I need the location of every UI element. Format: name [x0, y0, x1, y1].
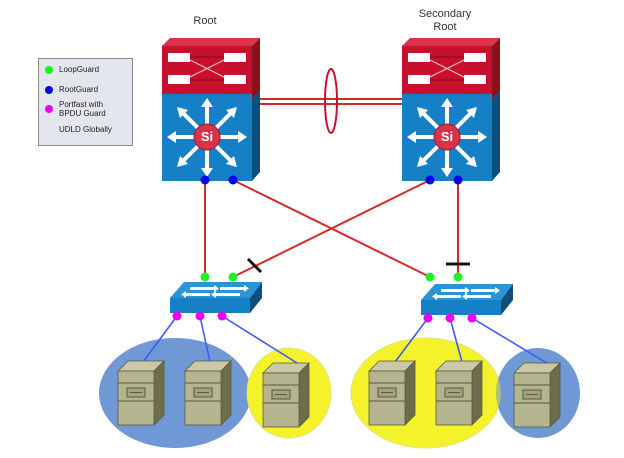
legend: LoopGuard RootGuard Portfast with BPDU G… — [38, 58, 133, 146]
access-server-links — [142, 315, 556, 369]
empty-dot-spacer — [45, 126, 53, 134]
legend-label: LoopGuard — [59, 65, 100, 74]
legend-label: RootGuard — [59, 85, 99, 94]
legend-item-loopguard: LoopGuard — [45, 65, 99, 74]
legend-item-udld-globally: UDLD Globally — [45, 125, 112, 134]
legend-item-rootguard: RootGuard — [45, 85, 98, 94]
si-label: Si — [441, 129, 453, 144]
uplinks — [204, 179, 459, 278]
legend-label: Portfast with BPDU Guard — [59, 100, 106, 118]
server-icon — [117, 360, 165, 426]
blocked-port-marker — [246, 257, 263, 274]
server-icon — [513, 362, 561, 428]
root-label: Root — [193, 15, 217, 27]
etherchannel-link — [260, 68, 402, 134]
blue-dot-icon — [45, 85, 53, 94]
rootguard-ports — [200, 175, 463, 185]
secondary-root-label: Secondary Root — [418, 8, 472, 33]
core-switch-secondary-root — [400, 36, 502, 183]
core-switch-root — [160, 36, 262, 183]
magenta-dot-icon — [45, 105, 53, 113]
access-switch-right — [421, 284, 513, 315]
access-switch-left — [170, 282, 262, 313]
legend-label: UDLD Globally — [59, 125, 112, 134]
green-dot-icon — [45, 65, 53, 74]
portfast-bpduguard-ports — [172, 311, 477, 323]
server-icon — [262, 362, 310, 428]
server-icon — [368, 360, 416, 426]
server-icon — [184, 360, 232, 426]
loopguard-ports — [200, 272, 463, 282]
si-label: Si — [201, 129, 213, 144]
server-icon — [435, 360, 483, 426]
legend-item-portfast-bpdu-guard: Portfast with BPDU Guard — [45, 100, 106, 118]
